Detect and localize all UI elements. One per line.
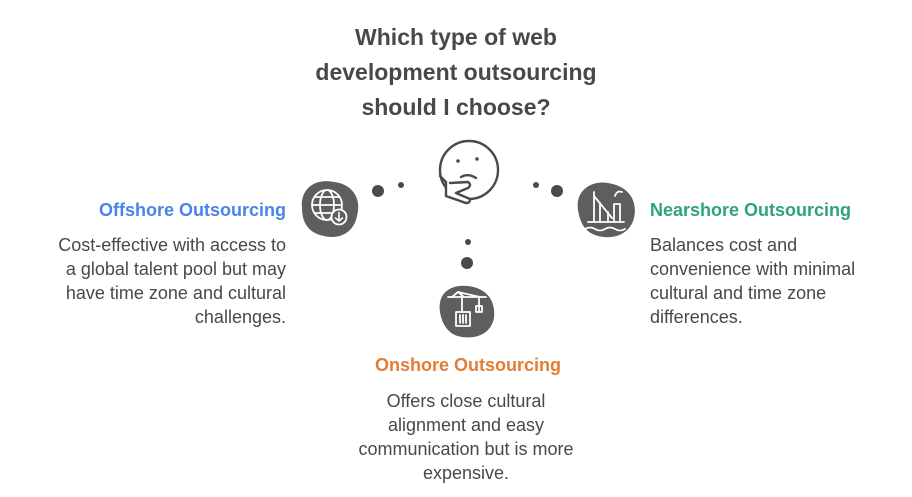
nearshore-desc-line: convenience with minimal <box>650 259 856 279</box>
offshore-desc-line: have time zone and cultural <box>65 283 286 303</box>
onshore-description: Offers close cultural alignment and easy… <box>316 389 616 485</box>
connector-dot <box>398 182 404 188</box>
nearshore-description: Balances cost and convenience with minim… <box>650 233 855 329</box>
title-line-2: development outsourcing <box>315 59 597 85</box>
onshore-desc-line: expensive. <box>422 463 510 483</box>
title-line-3: should I choose? <box>361 94 551 120</box>
offshore-desc-line: a global talent pool but may <box>65 259 286 279</box>
offshore-heading: Offshore Outsourcing <box>98 200 286 220</box>
onshore-desc-line: Offers close cultural <box>386 391 546 411</box>
crane-container-icon <box>439 285 495 338</box>
nearshore-desc-line: differences. <box>650 307 743 327</box>
oil-rig-icon <box>577 182 635 238</box>
nearshore-heading: Nearshore Outsourcing <box>650 200 852 220</box>
globe-download-icon <box>301 181 359 238</box>
connector-dot <box>461 257 473 269</box>
thinking-face-icon <box>438 139 500 205</box>
nearshore-desc-line: Balances cost and <box>650 235 798 255</box>
onshore-desc-line: alignment and easy <box>387 415 545 435</box>
title-line-1: Which type of web <box>355 24 557 50</box>
offshore-description: Cost-effective with access to a global t… <box>58 233 286 329</box>
connector-dot <box>551 185 563 197</box>
connector-dots <box>372 182 563 269</box>
offshore-desc-line: challenges. <box>194 307 286 327</box>
onshore-heading: Onshore Outsourcing <box>374 355 561 375</box>
offshore-desc-line: Cost-effective with access to <box>58 235 286 255</box>
connector-dot <box>465 239 471 245</box>
nearshore-desc-line: cultural and time zone <box>650 283 827 303</box>
connector-dot <box>372 185 384 197</box>
page-title: Which type of web development outsourcin… <box>306 20 606 125</box>
connector-dot <box>533 182 539 188</box>
onshore-desc-line: communication but is more <box>358 439 574 459</box>
